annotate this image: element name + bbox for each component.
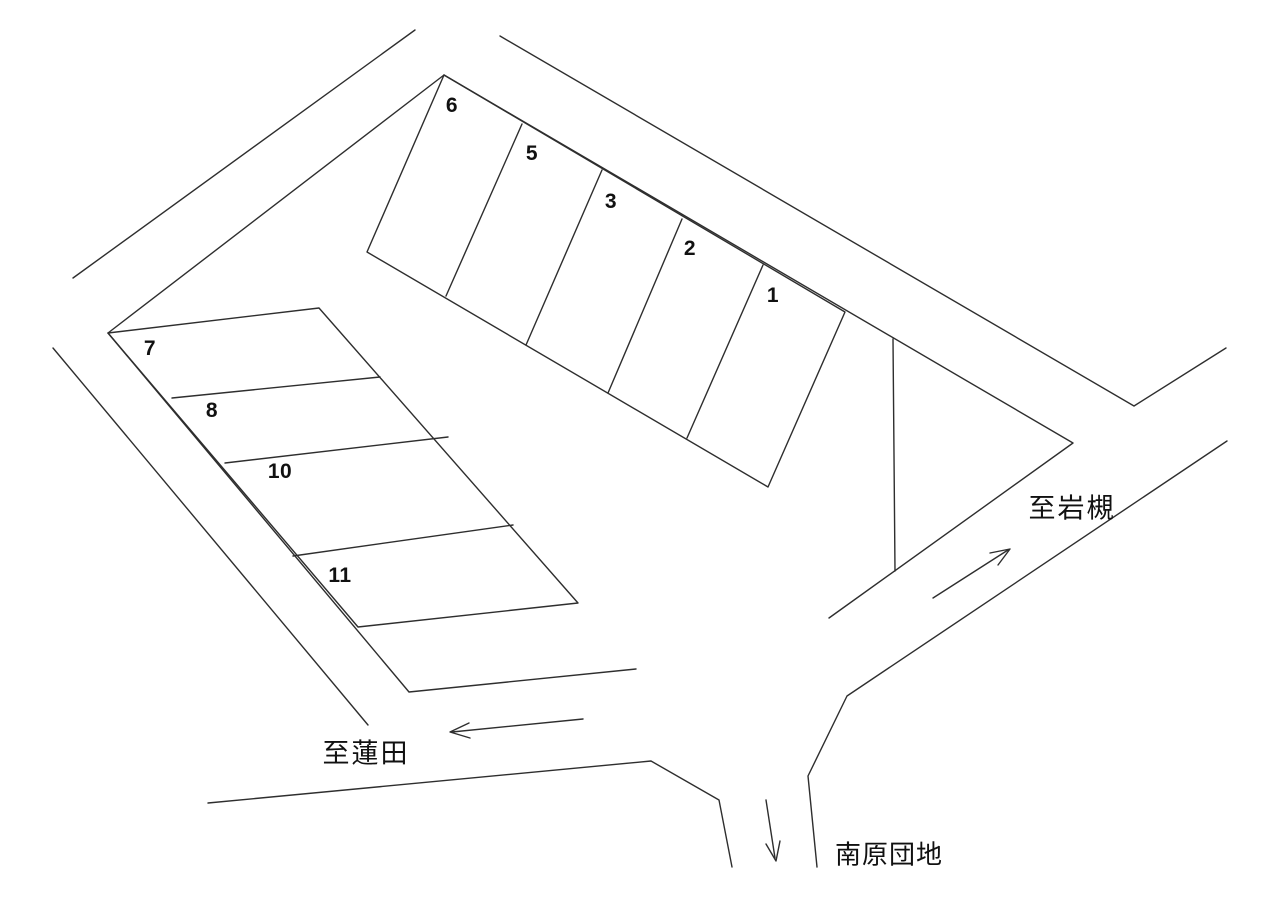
lower-block-west-and-bottom-road-north-edge bbox=[107, 332, 637, 693]
plot-label-2: 2 bbox=[683, 237, 697, 260]
plot-divider-8-10 bbox=[224, 436, 449, 464]
plot-label-8: 8 bbox=[205, 399, 219, 422]
plot-label-1: 1 bbox=[766, 284, 780, 307]
upper-block-outline bbox=[366, 74, 846, 488]
iwatsuki-arrow bbox=[932, 548, 1011, 599]
southwest-road-outer-edge bbox=[52, 347, 369, 726]
road-label-iwatsuki: 至岩槻 bbox=[1028, 493, 1116, 524]
plot-label-5: 5 bbox=[525, 142, 539, 165]
plot-divider-2-1 bbox=[686, 264, 764, 439]
direction-arrows bbox=[449, 548, 1011, 862]
upper-parking-block bbox=[366, 74, 846, 488]
hasuda-arrow bbox=[449, 718, 584, 739]
bottom-road-south-edge bbox=[207, 760, 733, 868]
northwest-road-outer-edge bbox=[72, 29, 416, 279]
plot-label-11: 11 bbox=[328, 564, 352, 587]
plot-label-3: 3 bbox=[604, 190, 618, 213]
lower-block-outline bbox=[107, 307, 579, 628]
plot-divider-6-5 bbox=[445, 123, 523, 297]
northwest-road-inner-edge bbox=[107, 74, 445, 334]
danchi-arrow bbox=[765, 799, 781, 862]
road-label-nanbara-danchi: 南原団地 bbox=[834, 839, 944, 870]
plot-label-6: 6 bbox=[445, 94, 459, 117]
road-lines bbox=[52, 29, 1228, 868]
plot-divider-10-11 bbox=[292, 524, 514, 557]
wedge-boundary-vertical bbox=[892, 338, 896, 572]
plots-top-edge-and-wedge bbox=[443, 74, 1074, 619]
lower-parking-block bbox=[107, 307, 579, 628]
plot-divider-3-2 bbox=[607, 218, 683, 394]
northeast-road-outer-edge bbox=[499, 35, 1227, 407]
plot-label-7: 7 bbox=[143, 337, 157, 360]
plot-label-10: 10 bbox=[267, 460, 293, 483]
plot-divider-5-3 bbox=[525, 169, 603, 346]
plot-divider-7-8 bbox=[171, 376, 381, 399]
iwatsuki-road-southeast-edge bbox=[807, 440, 1228, 868]
road-label-hasuda: 至蓮田 bbox=[322, 738, 410, 769]
